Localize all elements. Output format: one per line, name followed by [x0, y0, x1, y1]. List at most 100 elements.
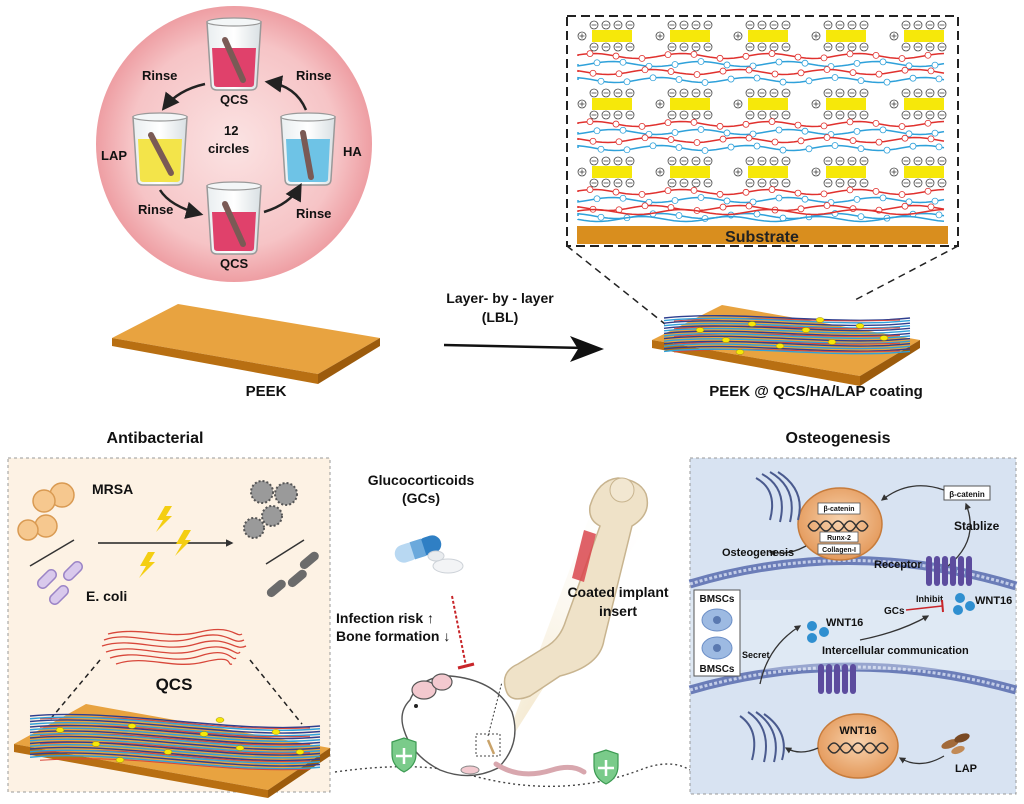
rat-model — [401, 673, 587, 777]
middle-panel: Glucocorticoids (GCs) Infection risk ↑ B… — [334, 440, 691, 788]
arrow-qcs-to-ha — [263, 182, 302, 214]
layer-rows — [577, 20, 947, 223]
lap-osteo-label: LAP — [955, 763, 977, 775]
lbl-process-line1: Layer- by - layer — [446, 290, 554, 306]
bmscs-bottom-label: BMSCs — [699, 664, 734, 675]
arrow-qcs-to-lap — [161, 82, 206, 111]
beaker-ha — [280, 112, 336, 186]
secret-label: Secret — [742, 650, 770, 660]
substrate-bar — [577, 226, 948, 244]
beaker-lap — [132, 112, 188, 186]
upper-endoplasmic-reticulum — [755, 471, 801, 523]
peek-plate: PEEK — [112, 304, 380, 400]
antibacterial-coated-plate — [14, 704, 330, 798]
gc-pill-icon — [394, 535, 464, 574]
implant-label-line2: insert — [599, 603, 637, 619]
wnt16-diffusion-arrow — [859, 615, 930, 641]
femur-bone — [503, 477, 649, 700]
lightning-icon — [175, 530, 191, 556]
beta-catenin-box-label: β-catenin — [949, 490, 985, 499]
wnt16-label-right: WNT16 — [975, 595, 1012, 607]
layer-structure-panel: Substrate — [566, 15, 959, 325]
qcs-fiber-label: QCS — [156, 675, 193, 694]
divider-slash — [29, 539, 75, 567]
beta-catenin-box — [943, 485, 991, 501]
lbl-process-line2: (LBL) — [482, 309, 519, 325]
cycle-background-circle — [96, 6, 372, 282]
lightning-icon — [156, 506, 172, 532]
qcs-zoom-guide-right — [249, 659, 303, 725]
coating-fibers — [663, 315, 911, 355]
antibacterial-panel: Antibacterial MRSA E. coli — [7, 430, 331, 798]
wnt16-molecules-right — [953, 593, 975, 615]
lbl-process-arrow-group: Layer- by - layer (LBL) — [443, 290, 604, 362]
lower-receptor — [818, 664, 856, 694]
secret-arrow — [759, 625, 802, 685]
gc-title-line2: (GCs) — [402, 490, 440, 506]
runx2-label: Runx-2 — [827, 535, 851, 542]
mrsa-bacteria — [17, 482, 75, 541]
bmscs-box — [693, 589, 741, 677]
wnt16-nucleus-label: WNT16 — [839, 725, 876, 737]
antibacterial-title: Antibacterial — [107, 430, 204, 447]
infection-risk-label: Infection risk ↑ — [336, 610, 434, 626]
ecoli-label: E. coli — [86, 588, 127, 604]
inhibit-label: Inhibit — [916, 594, 943, 604]
gc-inhibit-bar — [457, 662, 475, 670]
implant-label-line1: Coated implant — [567, 584, 668, 600]
receptor-label: Receptor — [874, 559, 922, 571]
beta-catenin-nucleus-label: β-catenin — [823, 506, 854, 513]
gcs-label: GCs — [884, 606, 905, 617]
gc-inhibit-line — [451, 595, 467, 667]
rinse-label-bottom-left: Rinse — [138, 202, 173, 217]
mrsa-label: MRSA — [92, 481, 133, 497]
qcs-fiber-bundle — [101, 628, 247, 665]
qcs-label-top: QCS — [220, 92, 249, 107]
lower-endoplasmic-reticulum — [739, 711, 785, 763]
ha-label: HA — [343, 144, 362, 159]
gc-title-line1: Glucocorticoids — [368, 472, 475, 488]
osteogenesis-label: Osteogenesis — [722, 547, 794, 559]
rinse-label-bottom-right: Rinse — [296, 206, 331, 221]
cycle-count-word: circles — [208, 141, 249, 156]
stablize-label: Stablize — [954, 519, 1000, 533]
peek-label: PEEK — [246, 383, 287, 400]
dead-bacteria — [243, 480, 319, 598]
arrow-ha-to-qcs — [264, 75, 308, 111]
substrate-label: Substrate — [725, 229, 799, 246]
catenin-to-nucleus-arrow — [880, 485, 945, 501]
shield-plus-icon — [391, 737, 417, 773]
lbl-cycle-panel: Rinse Rinse Rinse Rinse QCS QCS LAP HA 1… — [96, 6, 372, 282]
zoom-guide-right — [854, 245, 959, 301]
nucleus-to-osteogenesis-arrow — [768, 545, 807, 557]
lap-to-nucleus-arrow — [898, 755, 945, 765]
bmscs-top-label: BMSCs — [699, 594, 734, 605]
cycle-count-number: 12 — [224, 123, 238, 138]
ecoli-bacteria — [37, 561, 83, 605]
lightning-icon — [139, 552, 155, 578]
collagen-label: Collagen-I — [822, 547, 856, 554]
wnt16-label-mid: WNT16 — [826, 617, 863, 629]
rinse-label-top-left: Rinse — [142, 68, 177, 83]
lbl-process-arrow — [443, 343, 586, 350]
qcs-label-bottom: QCS — [220, 256, 249, 271]
beaker-qcs-bottom — [206, 181, 262, 255]
qcs-zoom-guide-left — [47, 659, 101, 723]
lower-nucleus — [817, 713, 899, 779]
bottom-dotted-curve — [334, 763, 691, 788]
osteogenesis-panel: Osteogenesis β-catenin Runx-2 Collagen-I… — [688, 430, 1018, 795]
wnt-receptor — [926, 556, 972, 586]
bone-formation-label: Bone formation ↓ — [336, 628, 450, 644]
shield-plus-icon — [593, 749, 619, 785]
wnt16-molecules-mid — [807, 621, 829, 643]
intercellular-label: Intercellular communication — [822, 645, 969, 657]
rinse-label-top-right: Rinse — [296, 68, 331, 83]
coated-peek-plate: PEEK @ QCS/HA/LAP coating — [652, 305, 923, 400]
coated-peek-label: PEEK @ QCS/HA/LAP coating — [709, 383, 923, 400]
gc-inhibit-arrow — [905, 605, 943, 611]
beaker-qcs-top — [206, 17, 262, 91]
arrow-lap-to-qcs — [158, 189, 204, 219]
lap-particles — [941, 733, 970, 755]
zoom-guide-left — [566, 245, 666, 325]
